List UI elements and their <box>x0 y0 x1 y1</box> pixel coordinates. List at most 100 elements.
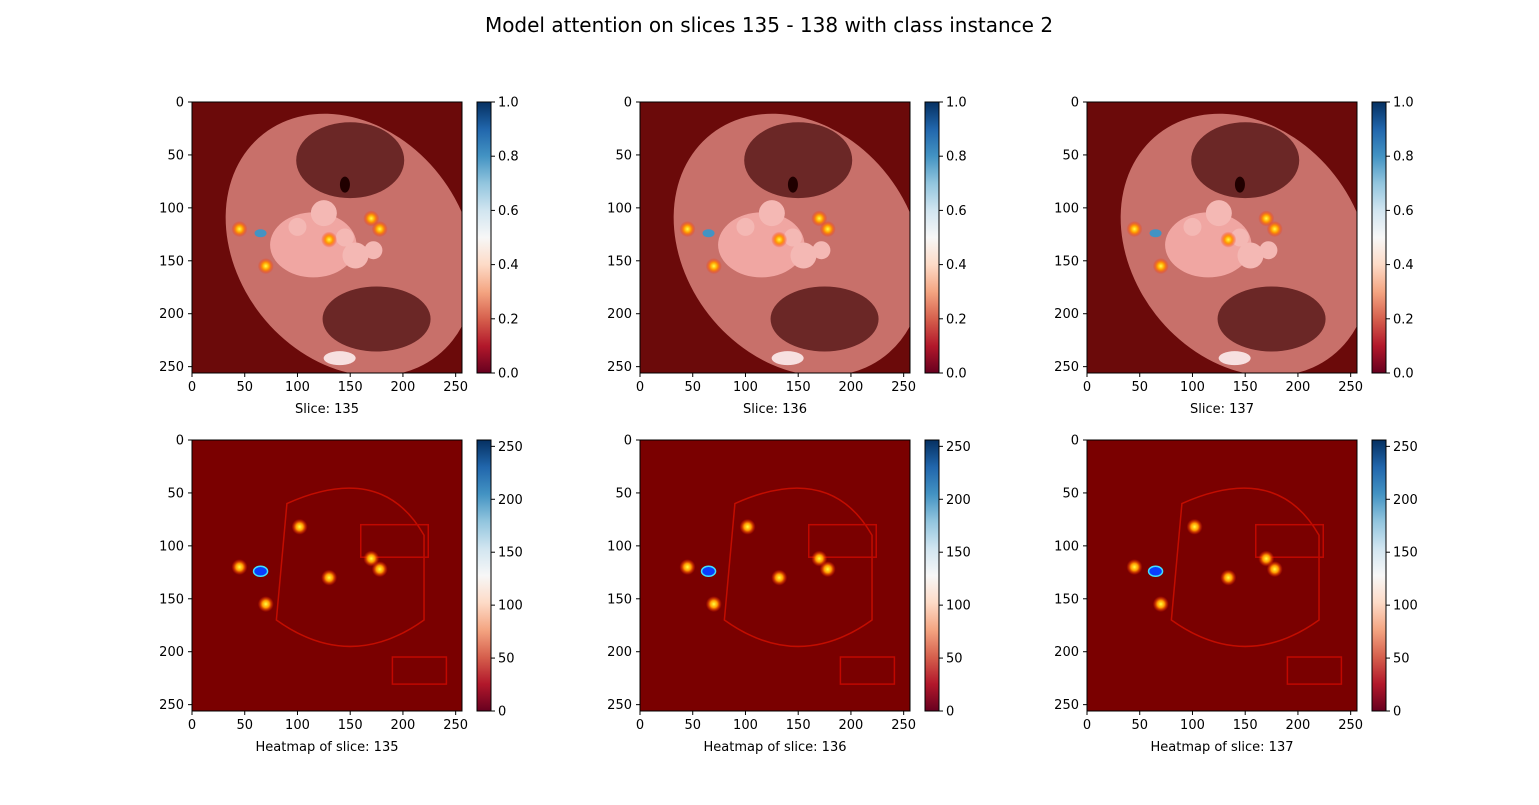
vessel <box>758 200 785 227</box>
attention-spot <box>1126 221 1143 238</box>
outline <box>360 523 429 558</box>
x-tick-label: 150 <box>786 718 811 733</box>
colorbar-tick-label: 250 <box>498 440 523 455</box>
subplot-label: Slice: 135 <box>295 402 359 417</box>
image-area <box>1087 102 1357 373</box>
spine <box>771 351 804 366</box>
outline <box>808 523 877 558</box>
subplot-label: Heatmap of slice: 135 <box>256 740 399 755</box>
colorbar-tick-label: 0.2 <box>498 312 519 327</box>
spine <box>323 351 356 366</box>
subplot-label: Slice: 136 <box>743 402 807 417</box>
colorbar-tick-label: 0 <box>946 705 954 720</box>
vessel <box>1205 200 1232 227</box>
colorbar-tick-label: 0.0 <box>498 367 519 382</box>
colorbar-tick-label: 200 <box>1393 493 1418 508</box>
subplot-label: Heatmap of slice: 137 <box>1151 740 1294 755</box>
colorbar-tick-label: 0.4 <box>946 258 967 273</box>
colorbar <box>476 101 492 374</box>
x-tick-label: 100 <box>285 380 310 395</box>
x-tick-label: 100 <box>1180 718 1205 733</box>
colorbar-tick-label: 0 <box>498 705 506 720</box>
colorbar-tick-label: 0.0 <box>946 367 967 382</box>
heat-spot <box>321 569 338 586</box>
heat-peak <box>700 565 717 578</box>
heat-spot <box>1220 569 1237 586</box>
x-tick-label: 150 <box>786 380 811 395</box>
x-tick-label: 0 <box>188 718 196 733</box>
y-tick-label: 150 <box>159 254 184 269</box>
axes-frame <box>191 101 463 374</box>
image-area <box>640 102 910 373</box>
y-tick-label: 0 <box>624 96 632 111</box>
attention-spot <box>1152 258 1169 275</box>
x-tick-label: 250 <box>443 380 468 395</box>
x-tick-label: 50 <box>1131 380 1148 395</box>
heat-spot <box>231 559 248 576</box>
colorbar-tick-label: 100 <box>946 599 971 614</box>
y-tick-label: 0 <box>624 434 632 449</box>
colorbar-tick-label: 0.6 <box>1393 204 1414 219</box>
x-tick-label: 100 <box>1180 380 1205 395</box>
colorbar-tick-label: 250 <box>946 440 971 455</box>
y-tick-label: 100 <box>159 201 184 216</box>
y-tick-label: 200 <box>607 307 632 322</box>
colorbar-tick-label: 100 <box>1393 599 1418 614</box>
attention-peak <box>254 229 267 238</box>
y-tick-label: 200 <box>159 645 184 660</box>
vessel <box>310 200 337 227</box>
x-tick-label: 100 <box>733 718 758 733</box>
heat-spot <box>257 596 274 613</box>
x-tick-label: 200 <box>1286 718 1311 733</box>
x-tick-label: 200 <box>839 380 864 395</box>
x-tick-label: 50 <box>684 380 701 395</box>
y-tick-label: 0 <box>176 434 184 449</box>
y-tick-label: 0 <box>1071 96 1079 111</box>
attention-spot <box>231 221 248 238</box>
colorbar <box>1371 439 1387 712</box>
heat-spot <box>819 561 836 578</box>
lung-upper <box>1191 122 1300 199</box>
y-tick-label: 0 <box>176 96 184 111</box>
heat-spot <box>1266 561 1283 578</box>
heat-spot <box>371 561 388 578</box>
x-tick-label: 200 <box>1286 380 1311 395</box>
colorbar-tick-label: 0.0 <box>1393 367 1414 382</box>
airway <box>339 176 350 193</box>
attention-spot <box>771 231 788 248</box>
outline <box>391 656 448 685</box>
colorbar <box>1371 101 1387 374</box>
x-tick-label: 250 <box>1338 380 1363 395</box>
x-tick-label: 150 <box>338 718 363 733</box>
vessel <box>736 217 755 236</box>
colorbar-tick-label: 100 <box>498 599 523 614</box>
x-tick-label: 100 <box>733 380 758 395</box>
y-tick-label: 250 <box>607 698 632 713</box>
axes-frame <box>639 101 911 374</box>
axes-frame <box>1086 101 1358 374</box>
colorbar-tick-label: 0.2 <box>946 312 967 327</box>
colorbar-tick-label: 0 <box>1393 705 1401 720</box>
spine <box>1218 351 1251 366</box>
outline <box>723 487 873 648</box>
y-tick-label: 100 <box>159 539 184 554</box>
image-area <box>640 440 910 711</box>
x-tick-label: 50 <box>684 718 701 733</box>
y-tick-label: 200 <box>1054 645 1079 660</box>
attention-spot <box>371 221 388 238</box>
x-tick-label: 0 <box>636 380 644 395</box>
x-tick-label: 200 <box>391 718 416 733</box>
subplot-label: Slice: 137 <box>1190 402 1254 417</box>
colorbar-tick-label: 1.0 <box>946 96 967 111</box>
heat-spot <box>705 596 722 613</box>
x-tick-label: 250 <box>1338 718 1363 733</box>
colorbar-tick-label: 0.2 <box>1393 312 1414 327</box>
y-tick-label: 50 <box>615 486 632 501</box>
x-tick-label: 100 <box>285 718 310 733</box>
attention-spot <box>321 231 338 248</box>
